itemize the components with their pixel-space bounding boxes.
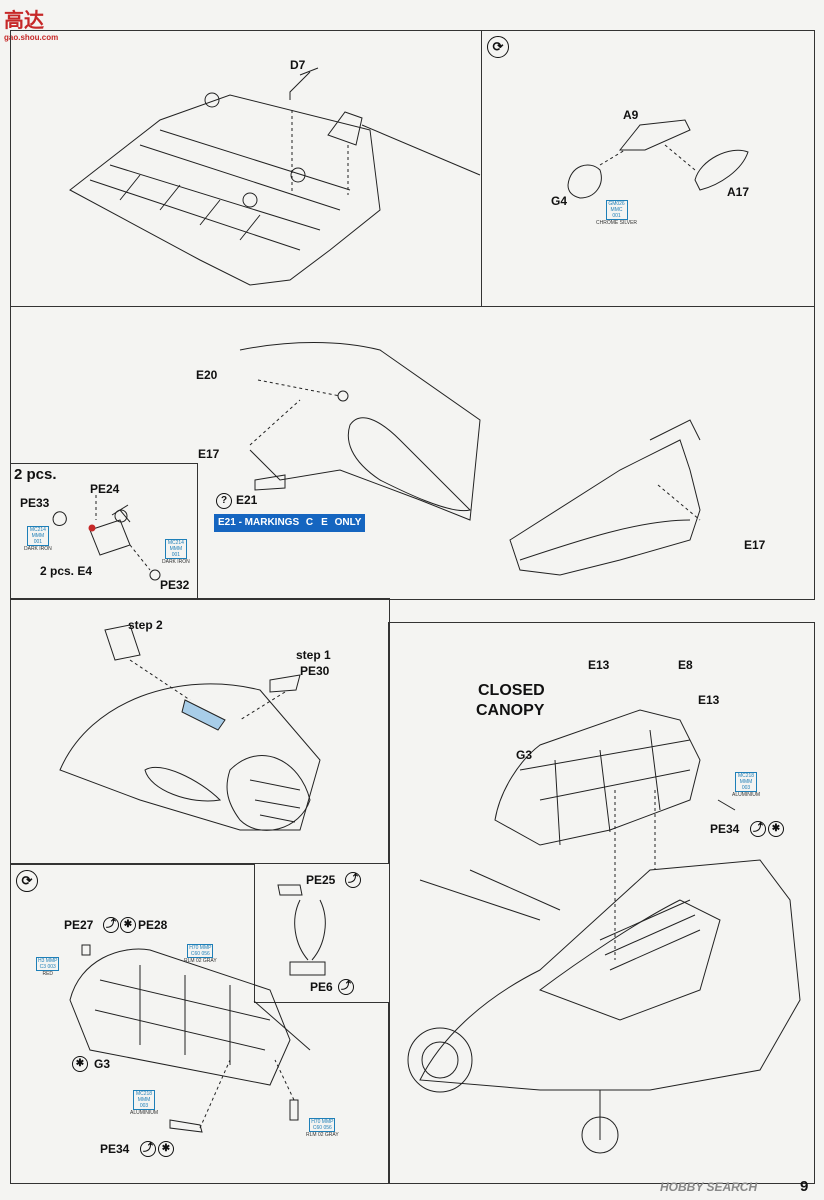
part-label-e13-right: E13 xyxy=(698,693,720,707)
remove-icon: ✱ xyxy=(120,917,136,933)
remove-icon: ✱ xyxy=(72,1056,88,1072)
panel-interior-frame xyxy=(10,863,390,1184)
part-label-pe25: PE25 xyxy=(306,873,336,887)
part-label-e20: E20 xyxy=(196,368,218,382)
remove-icon: ✱ xyxy=(158,1141,174,1157)
panel-exhaust-frame xyxy=(10,463,198,600)
part-label-d7: D7 xyxy=(290,58,306,72)
part-label-a17: A17 xyxy=(727,185,750,199)
watermark-logo: 高达 gao.shou.com xyxy=(4,10,59,42)
watermark-hobby-search: HOBBY SEARCH xyxy=(660,1180,758,1194)
part-label-g4: G4 xyxy=(551,194,568,208)
page-number: 9 xyxy=(800,1178,809,1195)
part-label-a9: A9 xyxy=(623,108,639,122)
panel-pe-detail-frame xyxy=(254,863,390,1003)
remove-icon: ✱ xyxy=(768,821,784,837)
part-label-pe32: PE32 xyxy=(160,578,190,592)
bend-icon: ⤴ xyxy=(103,917,119,933)
bend-icon: ⤴ xyxy=(750,821,766,837)
closed-canopy-title-2: CANOPY xyxy=(476,702,545,719)
rotate-icon: ⟳ xyxy=(16,870,38,892)
panel-engine-frame xyxy=(10,598,390,865)
part-label-pe28: PE28 xyxy=(138,918,168,932)
bend-icon: ⤴ xyxy=(338,979,354,995)
step-1-label: step 1 xyxy=(296,648,331,662)
part-label-e8: E8 xyxy=(678,658,693,672)
part-label-g3-interior: G3 xyxy=(94,1057,111,1071)
closed-canopy-title-1: CLOSED xyxy=(478,682,545,699)
part-label-e17-right: E17 xyxy=(744,538,766,552)
rotate-icon: ⟳ xyxy=(487,36,509,58)
part-label-pe27: PE27 xyxy=(64,918,94,932)
part-label-e13-left: E13 xyxy=(588,658,610,672)
part-label-pe24: PE24 xyxy=(90,482,120,496)
part-label-pe34-canopy: PE34 xyxy=(710,822,740,836)
bend-icon: ⤴ xyxy=(345,872,361,888)
part-label-e4: 2 pcs. E4 xyxy=(40,564,93,578)
quantity-label: 2 pcs. xyxy=(14,466,57,483)
part-label-e21: E21 xyxy=(236,493,258,507)
panel-fuselage-frame xyxy=(10,306,815,600)
part-label-pe33: PE33 xyxy=(20,496,50,510)
step-2-label: step 2 xyxy=(128,618,163,632)
part-label-pe34-interior: PE34 xyxy=(100,1142,130,1156)
part-label-pe30: PE30 xyxy=(300,664,330,678)
part-label-g3: G3 xyxy=(516,748,533,762)
part-label-pe6: PE6 xyxy=(310,980,333,994)
part-label-e17: E17 xyxy=(198,447,220,461)
question-icon: ? xyxy=(216,493,232,509)
bend-icon: ⤴ xyxy=(140,1141,156,1157)
